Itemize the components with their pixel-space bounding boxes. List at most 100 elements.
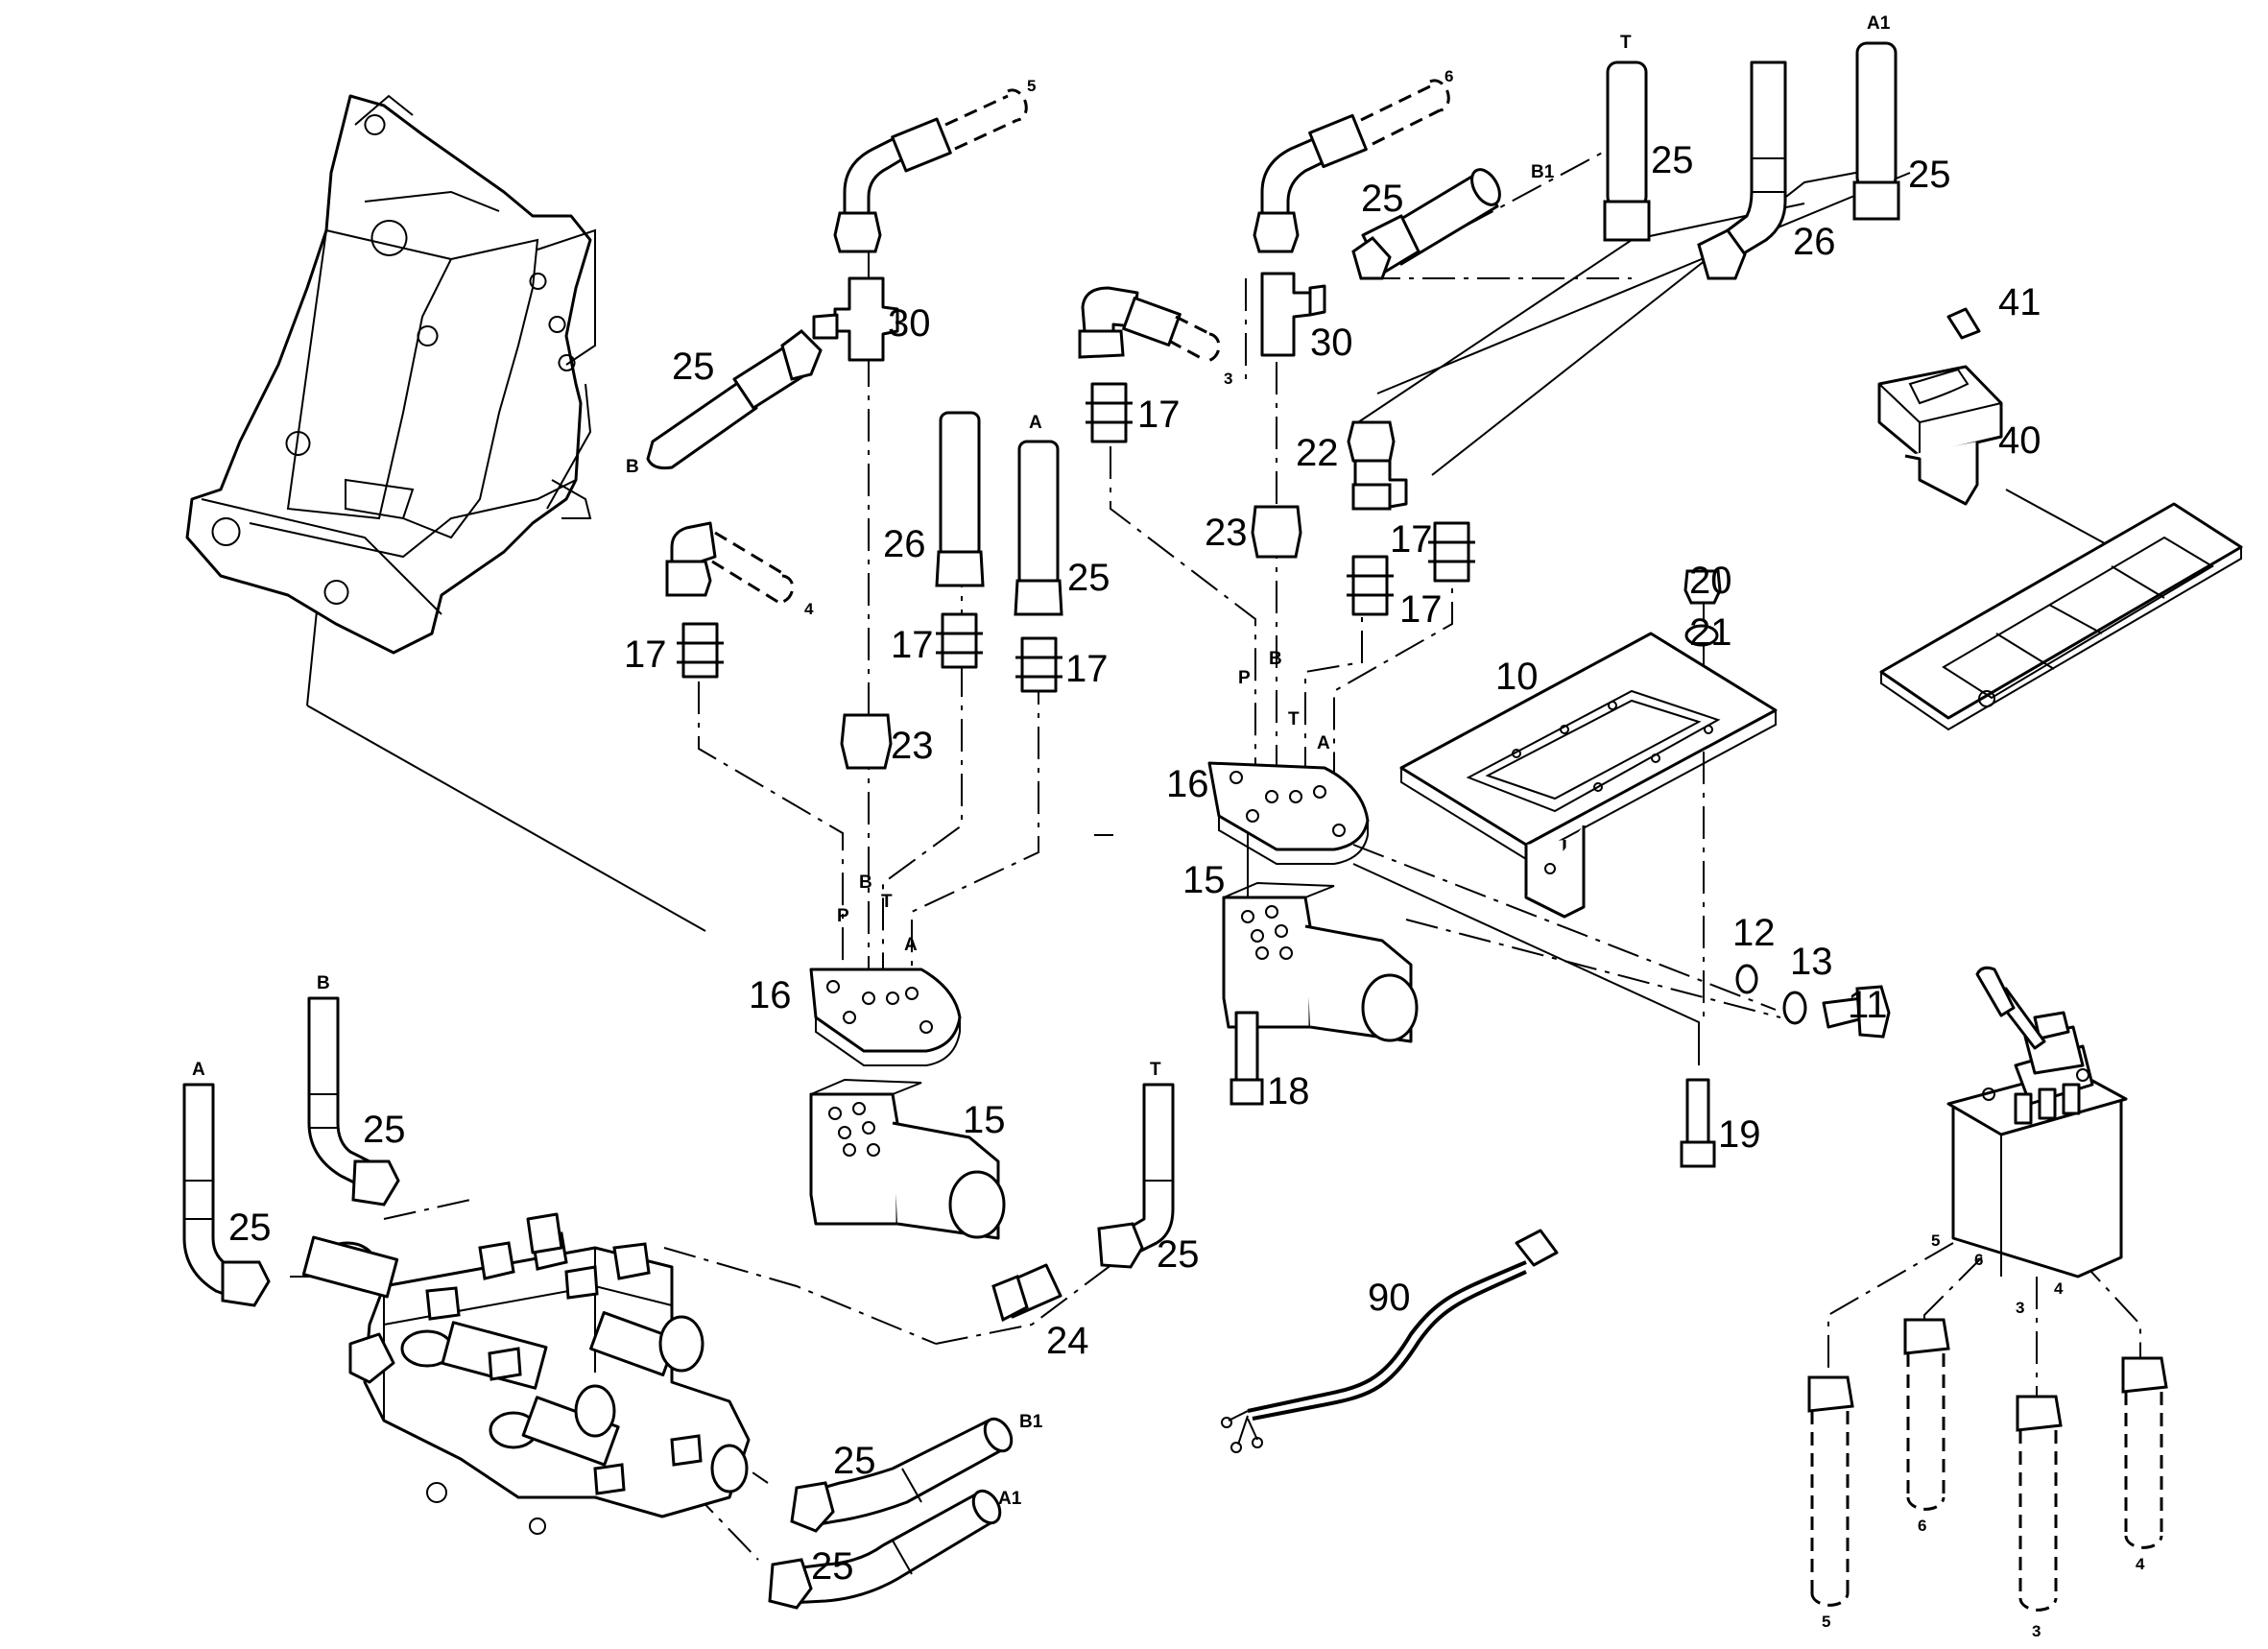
callout-15-right: 15 [1182,859,1226,901]
callout-25-t-bottom: 25 [1157,1233,1200,1276]
port-label-a-bottom: A [192,1060,205,1080]
callout-25-a1-bottom: 25 [811,1545,854,1588]
switch-cap-41 [1946,307,1981,340]
port-label-t-bottom: T [1150,1060,1161,1080]
bolt-11-washers-12-13 [1735,964,1891,1039]
callout-10: 10 [1495,656,1539,698]
callout-90: 90 [1368,1277,1411,1319]
elbow-hose-4: 4 [665,521,814,618]
bolt-18 [1229,1011,1264,1106]
pilot-hose-4: 4 [2121,1356,2168,1573]
hose-26-vertical [935,411,985,587]
hose-25-a-bottom: A [182,1060,271,1307]
hose-25-b1-top: B1 [1351,162,1555,280]
callout-19: 19 [1718,1113,1761,1156]
controller-port-3: 3 [2016,1299,2024,1317]
elbow-hose-3: 3 [1078,286,1232,388]
hose-25-a1-bottom: A1 [768,1489,1022,1610]
loader-frame [185,94,596,655]
callout-16-right: 16 [1166,763,1209,805]
port-label-b-left-plate: B [859,872,872,893]
hose-25-t-bottom: T [1097,1060,1175,1269]
port-label-b-bottom: B [317,973,330,993]
callout-17-below-22: 17 [1399,588,1443,631]
callout-23-right: 23 [1205,512,1248,554]
switch-40 [1877,365,2003,506]
callout-26-left: 26 [883,523,926,565]
hose-ref-4: 4 [804,600,814,618]
callout-21: 21 [1689,611,1732,654]
callout-13: 13 [1790,941,1833,983]
port-label-a1-top: A1 [1867,13,1891,34]
pilot-hose-5: 5 [1807,1375,1854,1631]
hose-ref-3: 3 [1224,370,1232,388]
pilot-hose-3: 3 [2016,1395,2063,1640]
callout-17-right-of-a: 17 [1065,648,1109,690]
callout-23-left: 23 [891,725,934,767]
hose-26-elbow-right [1697,60,1787,280]
callout-17-left-of-a1: 17 [1390,518,1433,561]
port-label-p-left: P [837,906,849,926]
controller-port-4: 4 [2054,1279,2064,1298]
callout-25-t-top: 25 [1651,139,1694,181]
hose-25-t-top: T [1603,33,1651,242]
port-label-t-right: T [1288,709,1300,729]
callout-40: 40 [1998,419,2041,462]
hose-ref-4-bottom: 4 [2136,1555,2145,1573]
adapter-17-center [1086,382,1133,443]
hose-5: 5 [833,77,1036,253]
port-label-b1-top: B1 [1531,162,1555,182]
port-label-t-top: T [1620,33,1632,53]
hose-ref-5: 5 [1027,77,1036,95]
callout-17-mid: 17 [891,624,934,666]
tee-fitting-30-left [812,276,899,362]
callout-25-b-bottom: 25 [363,1109,406,1151]
hose-25-b: B [626,329,823,477]
callout-16-left: 16 [749,974,792,1016]
switch-panel-plate [1879,502,2243,731]
mounting-bracket-10 [1399,632,1778,919]
pilot-hose-6: 6 [1903,1318,1950,1535]
adapter-17-set-right [1347,521,1475,616]
callout-20: 20 [1689,560,1732,602]
port-label-t-left-plate: T [881,892,893,912]
callout-17-center: 17 [1137,394,1181,436]
manifold-plate-16-right: P B T A [1207,649,1370,865]
callout-25-left-b: 25 [672,346,715,388]
hose-25-b1-bottom: B1 [790,1412,1043,1533]
hose-25-b-bottom: B [307,973,400,1207]
callout-11: 11 [1848,984,1888,1026]
port-label-a1-bottom: A1 [998,1489,1022,1509]
wire-harness-90 [1221,1229,1559,1453]
adapter-23-left [840,713,893,770]
callout-41: 41 [1998,281,2041,323]
callout-30-left: 30 [888,302,931,345]
controller-port-5: 5 [1931,1231,1940,1250]
callout-26-right: 26 [1793,221,1836,263]
joystick-controller [1946,966,2128,1279]
adapter-17-set-left [677,612,1062,693]
callout-12: 12 [1732,912,1776,954]
hose-ref-5-bottom: 5 [1822,1613,1830,1631]
adapter-24 [991,1263,1062,1323]
adapter-23-right [1251,505,1302,559]
hose-25-a1-top: A1 [1852,13,1900,221]
callout-15-left: 15 [963,1099,1006,1141]
tee-fitting-22 [1347,420,1408,511]
callout-24: 24 [1046,1320,1089,1362]
callout-18: 18 [1267,1070,1310,1112]
callout-30-right: 30 [1310,322,1353,364]
callout-22: 22 [1296,432,1339,474]
callout-17-left: 17 [624,633,667,676]
port-label-a-top-left: A [1029,413,1042,433]
port-label-b-right: B [1269,649,1282,669]
port-label-a-right: A [1317,733,1330,753]
nut-20-washer-21 [1683,569,1722,647]
hose-ref-6-bottom: 6 [1918,1517,1926,1535]
hose-ref-6: 6 [1444,67,1453,85]
callout-25-a-bottom: 25 [228,1207,272,1249]
hose-6: 6 [1253,67,1453,253]
hose-25-a-vertical: A [1014,413,1063,616]
